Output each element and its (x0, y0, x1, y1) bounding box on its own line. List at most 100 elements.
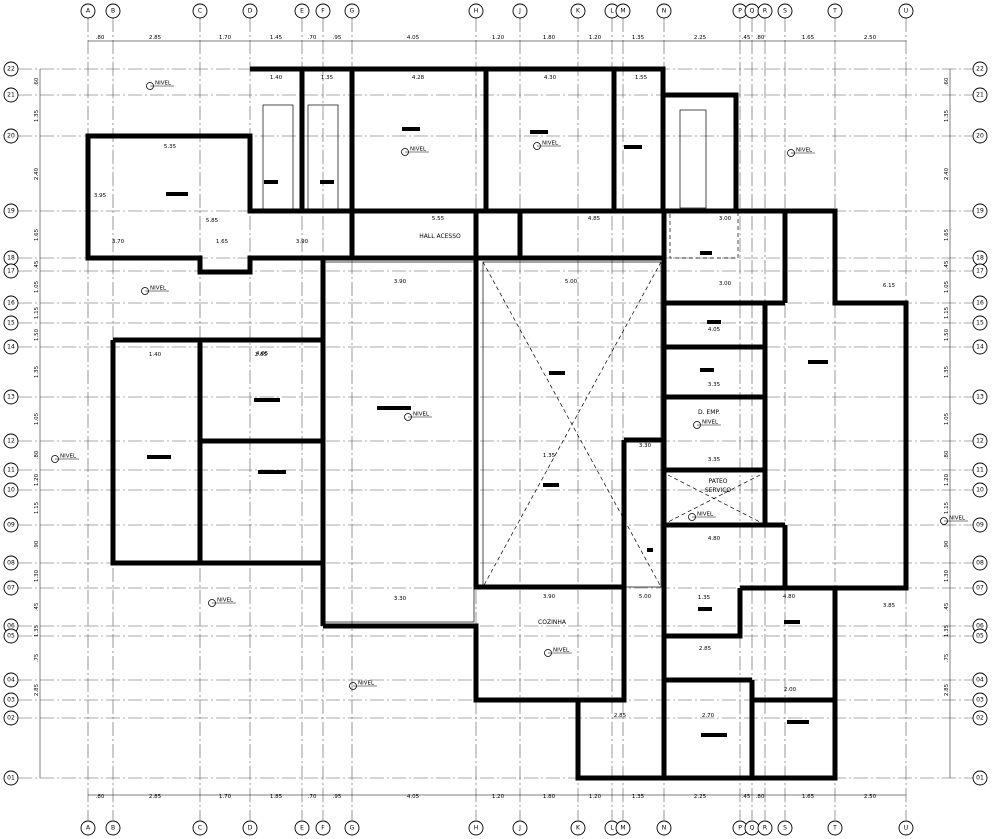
dim-right: .90 (944, 540, 950, 549)
dim-left: 1.15 (34, 501, 40, 514)
dim-bottom: 1.20 (492, 794, 505, 800)
grid-bubble-label: C (198, 825, 202, 832)
dim-right: 1.35 (944, 624, 950, 637)
grid-bubble-label: 10 (7, 487, 15, 494)
dim-left: .60 (34, 77, 40, 86)
grid-bubble-row: 15 (972, 315, 988, 331)
room-tag-bar (147, 455, 171, 459)
grid-bubble-label: T (832, 825, 837, 832)
dim-left: 1.50 (34, 328, 40, 341)
dim-top: 4.05 (407, 35, 420, 41)
grid-bubble-label: 03 (7, 697, 15, 704)
grid-bubble-col: U (898, 3, 914, 19)
grid-bubble-col: A (80, 820, 96, 836)
room-dimension: 2.70 (702, 713, 715, 719)
grid-bubble-label: 15 (7, 320, 15, 327)
level-marker: NIVEL (141, 286, 169, 295)
grid-bubble-col: S (777, 3, 793, 19)
room-tag-bar (530, 130, 548, 134)
dim-top: .80 (96, 35, 105, 41)
grid-bubble-label: 06 (7, 623, 15, 630)
dim-right: 1.30 (944, 569, 950, 582)
dim-bottom: 2.25 (694, 794, 707, 800)
dim-top: 2.50 (864, 35, 877, 41)
grid-bubble-label: 17 (976, 268, 984, 275)
grid-bubble-row: 17 (3, 263, 19, 279)
grid-bubble-label: G (350, 8, 355, 15)
dim-bottom: 1.20 (589, 794, 602, 800)
dim-top: 1.45 (270, 35, 283, 41)
dim-top: 1.35 (632, 35, 645, 41)
grid-bubble-row: 17 (972, 263, 988, 279)
room-dimension: 4.05 (256, 351, 269, 357)
grid-bubble-label: P (738, 8, 742, 15)
dim-left: 1.05 (34, 412, 40, 425)
room-label-hall: HALL ACESSO (419, 233, 461, 240)
dim-bottom: .80 (96, 794, 105, 800)
grid-bubble-label: 08 (7, 560, 15, 567)
room-dimension: 1.40 (270, 75, 283, 81)
room-dimension: 2.00 (784, 687, 797, 693)
grid-bubble-label: F (321, 825, 325, 832)
grid-bubble-label: 05 (976, 633, 984, 640)
grid-bubble-col: N (656, 3, 672, 19)
grid-bubble-col: R (757, 3, 773, 19)
grid-bubble-row: 22 (3, 61, 19, 77)
grid-bubble-label: N (662, 8, 667, 15)
level-marker: NIVEL (544, 648, 572, 657)
grid-bubble-row: 14 (972, 339, 988, 355)
grid-bubble-row: 12 (972, 433, 988, 449)
level-marker-label: NIVEL (150, 286, 167, 292)
grid-bubble-col: U (898, 820, 914, 836)
dim-left: .45 (34, 260, 40, 269)
grid-bubble-label: 02 (976, 715, 984, 722)
grid-bubble-row: 15 (3, 315, 19, 331)
dim-top: 1.80 (543, 35, 556, 41)
room-label-cozinha: COZINHA (538, 619, 567, 626)
grid-bubble-label: J (518, 8, 521, 15)
room-dimension: 2.85 (255, 352, 268, 358)
room-tag-bar (254, 398, 280, 402)
dim-top: .95 (333, 35, 342, 41)
grid-bubble-col: C (192, 820, 208, 836)
grid-bubble-col: J (512, 3, 528, 19)
dim-right: 1.15 (944, 501, 950, 514)
room-tag-bar (707, 320, 721, 324)
grid-bubble-label: 14 (7, 344, 15, 351)
grid-bubble-col: H (468, 3, 484, 19)
grid-bubble-label: M (620, 8, 625, 15)
grid-bubble-label: 11 (7, 467, 15, 474)
grid-bubble-label: H (474, 8, 479, 15)
grid-bubble-col: F (315, 820, 331, 836)
grid-bubble-label: D (248, 8, 253, 15)
grid-bubble-label: 09 (7, 522, 15, 529)
grid-bubble-row: 01 (972, 770, 988, 786)
grid-bubble-row: 01 (3, 770, 19, 786)
grid-bubble-label: G (350, 825, 355, 832)
grid-bubble-label: 22 (7, 66, 15, 73)
grid-bubble-row: 11 (972, 462, 988, 478)
grid-bubble-label: L (610, 8, 614, 15)
dim-bottom: 1.85 (270, 794, 283, 800)
dim-right: 1.50 (944, 328, 950, 341)
grid-bubble-row: 02 (972, 710, 988, 726)
dim-top: 1.70 (219, 35, 232, 41)
level-marker: NIVEL (533, 141, 561, 150)
grid-bubble-row: 07 (3, 580, 19, 596)
grid-bubble-label: E (300, 825, 304, 832)
grid-bubble-label: P (738, 825, 742, 832)
level-marker-label: NIVEL (553, 648, 570, 654)
level-marker: NIVEL (688, 512, 716, 521)
grid-bubble-label: 07 (7, 585, 15, 592)
grid-bubble-label: 20 (7, 133, 15, 140)
room-tag-bar (700, 368, 714, 372)
room-dimension: 3.00 (719, 281, 732, 287)
dim-left: 2.40 (34, 167, 40, 180)
grid-bubble-label: 13 (976, 394, 984, 401)
grid-bubble-row: 04 (3, 672, 19, 688)
room-dimension: 3.00 (719, 216, 732, 222)
level-marker-label: NIVEL (702, 420, 719, 426)
room-dimension: 2.85 (614, 713, 627, 719)
grid-bubble-col: K (570, 820, 586, 836)
room-dimension: 4.85 (588, 216, 601, 222)
